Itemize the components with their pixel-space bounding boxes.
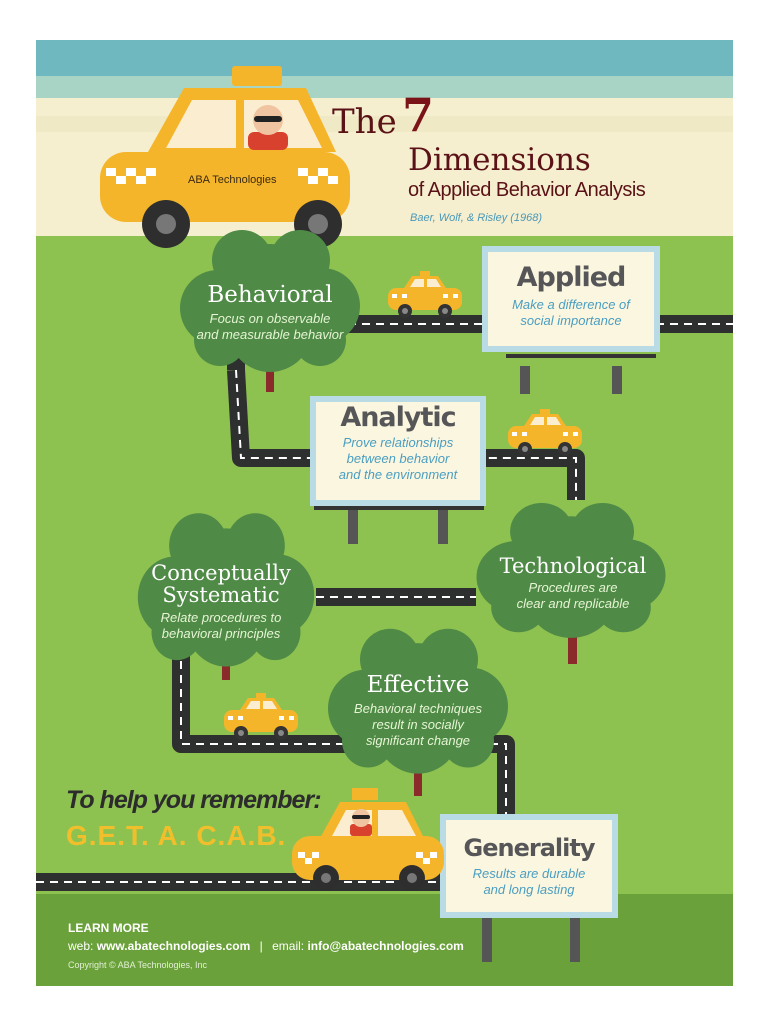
dimension-desc-line: Results are durable bbox=[472, 866, 586, 881]
infographic: ABA Technologies The 7 Dimensions of App… bbox=[36, 40, 733, 986]
title-number: 7 bbox=[402, 88, 435, 142]
dimension-desc-line: Procedures are bbox=[528, 580, 618, 595]
taxi-icon bbox=[292, 788, 444, 891]
dimension-desc-line: social importance bbox=[520, 313, 622, 328]
copyright: Copyright © ABA Technologies, Inc bbox=[68, 960, 208, 970]
billboard-icon bbox=[482, 246, 660, 394]
dimension-effective: Effective Behavioral techniques result i… bbox=[330, 672, 506, 749]
driver-icon bbox=[248, 105, 288, 150]
dimension-desc-line: and the environment bbox=[338, 467, 458, 482]
big-taxi-icon bbox=[100, 66, 350, 248]
tree-icon bbox=[476, 503, 666, 664]
dimension-title: Systematic bbox=[162, 583, 280, 607]
separator: | bbox=[259, 939, 263, 953]
dimension-title: Analytic bbox=[340, 402, 456, 433]
dimension-desc-line: significant change bbox=[365, 733, 471, 748]
web-label: web: bbox=[68, 939, 94, 953]
dimension-desc-line: and measurable behavior bbox=[196, 327, 344, 342]
dimension-desc-line: Make a difference of bbox=[512, 297, 630, 312]
citation: Baer, Wolf, & Risley (1968) bbox=[410, 212, 543, 224]
billboard-icon bbox=[440, 814, 618, 962]
dimension-title: Conceptually bbox=[151, 561, 291, 585]
email-link[interactable]: info@abatechnologies.com bbox=[307, 939, 464, 953]
dimension-conceptually-systematic: Conceptually Systematic Relate procedure… bbox=[128, 562, 314, 642]
dimension-desc-line: Prove relationships bbox=[342, 435, 454, 450]
dimension-generality: Generality Results are durable and long … bbox=[446, 834, 612, 898]
learn-more-heading: LEARN MORE bbox=[68, 921, 149, 935]
dimension-title: Applied bbox=[516, 262, 627, 293]
dimension-behavioral: Behavioral Focus on observable and measu… bbox=[170, 282, 370, 343]
page-subtitle: of Applied Behavior Analysis bbox=[408, 179, 646, 201]
dimension-desc-line: clear and replicable bbox=[516, 596, 630, 611]
tree-icon bbox=[328, 628, 508, 796]
mnemonic-acronym: G.E.T. A. C.A.B. bbox=[66, 820, 287, 851]
dimension-desc-line: behavioral principles bbox=[161, 626, 281, 641]
mnemonic-heading: To help you remember: bbox=[66, 786, 322, 814]
dimension-title: Behavioral bbox=[207, 282, 333, 308]
tree-icon bbox=[180, 230, 360, 392]
tree-icon bbox=[137, 513, 315, 680]
dimension-desc-line: and long lasting bbox=[483, 882, 575, 897]
dimension-desc-line: result in socially bbox=[372, 717, 464, 732]
dimension-title: Technological bbox=[499, 554, 647, 578]
dimension-technological: Technological Procedures are clear and r… bbox=[468, 554, 678, 612]
dimension-desc-line: Relate procedures to bbox=[160, 610, 282, 625]
page-title: Dimensions bbox=[408, 142, 591, 178]
dimension-desc-line: Behavioral techniques bbox=[354, 701, 482, 716]
dimension-applied: Applied Make a difference of social impo… bbox=[488, 262, 654, 329]
title-the: The bbox=[332, 102, 397, 142]
cab-brand-label: ABA Technologies bbox=[188, 174, 277, 186]
web-link[interactable]: www.abatechnologies.com bbox=[96, 939, 251, 953]
email-label: email: bbox=[272, 939, 305, 953]
illustration bbox=[36, 40, 733, 986]
dimension-analytic: Analytic Prove relationships between beh… bbox=[316, 402, 480, 483]
dimension-title: Generality bbox=[463, 834, 596, 862]
dimension-title: Effective bbox=[366, 672, 470, 698]
dimension-desc-line: Focus on observable bbox=[209, 311, 331, 326]
dimension-desc-line: between behavior bbox=[346, 451, 450, 466]
billboard-icon bbox=[310, 396, 486, 544]
contact-line: web: www.abatechnologies.com | email: in… bbox=[68, 939, 464, 953]
